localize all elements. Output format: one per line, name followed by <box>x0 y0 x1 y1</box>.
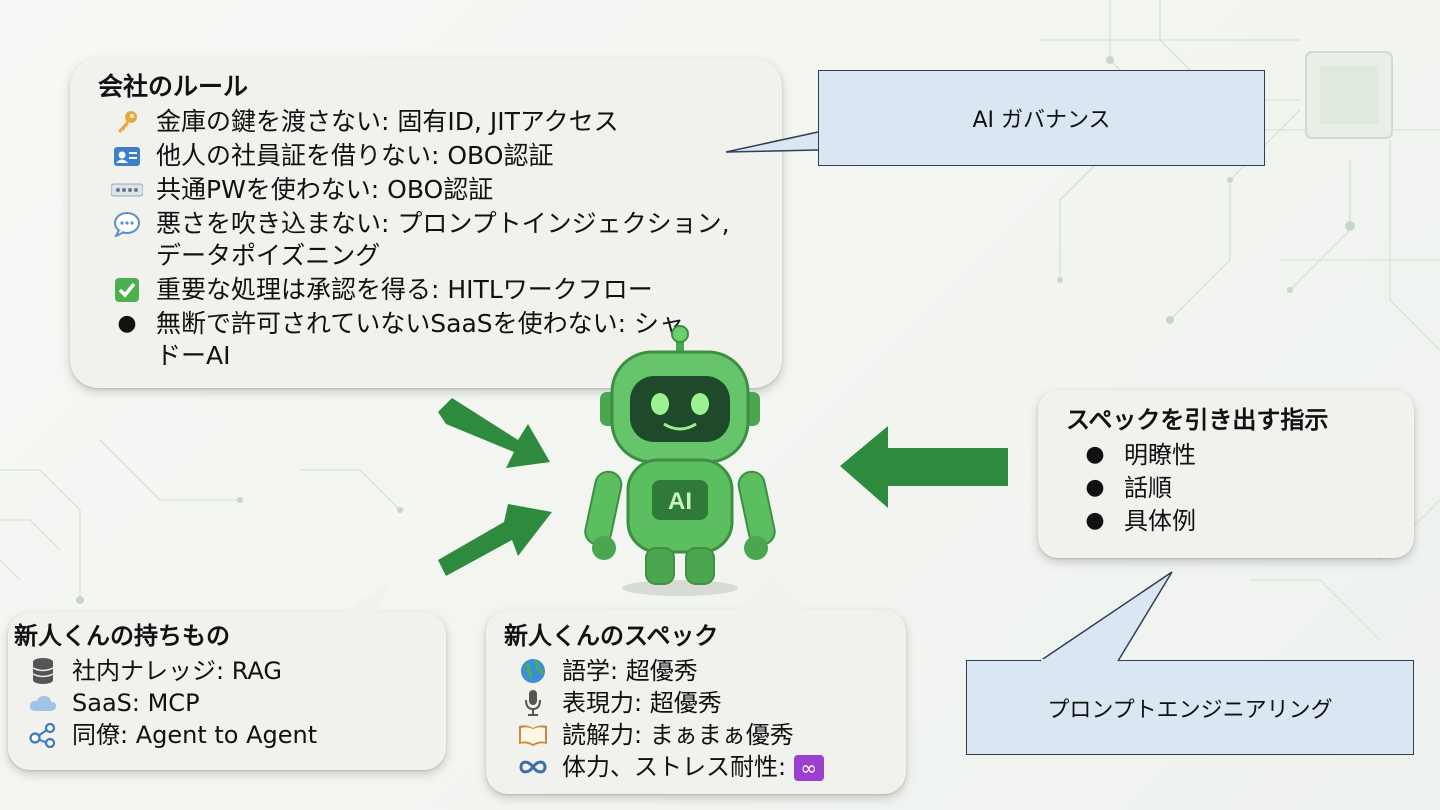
spec-text: 体力、ストレス耐性: ∞ <box>562 751 896 783</box>
microphone-icon <box>504 687 562 719</box>
id-card-icon <box>98 140 156 172</box>
rule-item: 金庫の鍵を渡さない: 固有ID, JITアクセス <box>98 106 762 138</box>
rule-text: 重要な処理は承認を得る: HITLワークフロー <box>156 274 762 306</box>
rule-item: ● 無断で許可されていないSaaSを使わない: シャ ドーAI <box>98 308 762 372</box>
bullet-icon: ● <box>1066 439 1124 471</box>
rule-text: 無断で許可されていないSaaSを使わない: シャ ドーAI <box>156 308 762 372</box>
spec-text: 読解力: まぁまぁ優秀 <box>562 719 896 751</box>
instruction-item: ● 具体例 <box>1066 505 1404 538</box>
belonging-item: SaaS: MCP <box>14 687 436 719</box>
spec-item: 体力、ストレス耐性: ∞ <box>504 751 896 783</box>
cloud-icon <box>14 687 72 719</box>
instruction-text: 明瞭性 <box>1124 439 1404 472</box>
share-network-icon <box>14 719 72 751</box>
key-icon <box>98 106 156 138</box>
bullet-icon: ● <box>1066 472 1124 504</box>
instruction-text: 具体例 <box>1124 505 1404 538</box>
spec-text: 語学: 超優秀 <box>562 655 896 687</box>
belonging-item: 同僚: Agent to Agent <box>14 719 436 751</box>
belonging-text: 同僚: Agent to Agent <box>72 719 436 751</box>
rules-title: 会社のルール <box>98 72 762 102</box>
spec-item: 語学: 超優秀 <box>504 655 896 687</box>
spec-item: 表現力: 超優秀 <box>504 687 896 719</box>
ai-governance-callout: AI ガバナンス <box>818 70 1265 166</box>
database-icon <box>14 655 72 687</box>
password-icon <box>98 174 156 206</box>
rule-text: 他人の社員証を借りない: OBO認証 <box>156 140 762 172</box>
check-mark-icon <box>98 274 156 306</box>
globe-icon <box>504 655 562 687</box>
spec-item: 読解力: まぁまぁ優秀 <box>504 719 896 751</box>
belongings-title: 新人くんの持ちもの <box>14 622 436 651</box>
rule-text: 共通PWを使わない: OBO認証 <box>156 174 762 206</box>
belonging-text: SaaS: MCP <box>72 687 436 719</box>
speech-bubble-icon <box>98 208 156 240</box>
infinity-badge: ∞ <box>794 755 824 781</box>
belonging-text: 社内ナレッジ: RAG <box>72 655 436 687</box>
rule-item: 共通PWを使わない: OBO認証 <box>98 174 762 206</box>
company-rules-panel: 会社のルール 金庫の鍵を渡さない: 固有ID, JITアクセス 他人の社員証を借… <box>70 58 782 388</box>
belonging-item: 社内ナレッジ: RAG <box>14 655 436 687</box>
instructions-title: スペックを引き出す指示 <box>1066 406 1404 435</box>
bullet-icon: ● <box>1066 505 1124 537</box>
belongings-panel: 新人くんの持ちもの 社内ナレッジ: RAG SaaS: MCP 同僚: Agen… <box>8 612 446 770</box>
rule-text: 悪さを吹き込まない: プロンプトインジェクション, データポイズニング <box>156 208 762 272</box>
instruction-text: 話順 <box>1124 472 1404 505</box>
infinity-icon <box>504 751 562 783</box>
ai-governance-label: AI ガバナンス <box>972 102 1110 134</box>
specs-panel: 新人くんのスペック 語学: 超優秀 表現力: 超優秀 読解力: まぁまぁ優秀 体 <box>486 610 906 794</box>
prompt-engineering-label: プロンプトエンジニアリング <box>1047 692 1332 724</box>
specs-title: 新人くんのスペック <box>504 622 896 651</box>
chip-icon <box>1306 52 1392 138</box>
rule-text: 金庫の鍵を渡さない: 固有ID, JITアクセス <box>156 106 762 138</box>
spec-text: 表現力: 超優秀 <box>562 687 896 719</box>
open-book-icon <box>504 719 562 751</box>
instruction-item: ● 話順 <box>1066 472 1404 505</box>
rule-item: 他人の社員証を借りない: OBO認証 <box>98 140 762 172</box>
prompt-engineering-callout: プロンプトエンジニアリング <box>966 660 1414 755</box>
rule-item: 重要な処理は承認を得る: HITLワークフロー <box>98 274 762 306</box>
instructions-panel: スペックを引き出す指示 ● 明瞭性 ● 話順 ● 具体例 <box>1038 390 1414 558</box>
bullet-icon: ● <box>98 308 156 340</box>
rule-item: 悪さを吹き込まない: プロンプトインジェクション, データポイズニング <box>98 208 762 272</box>
spec-text-label: 体力、ストレス耐性: <box>562 753 786 781</box>
instruction-item: ● 明瞭性 <box>1066 439 1404 472</box>
